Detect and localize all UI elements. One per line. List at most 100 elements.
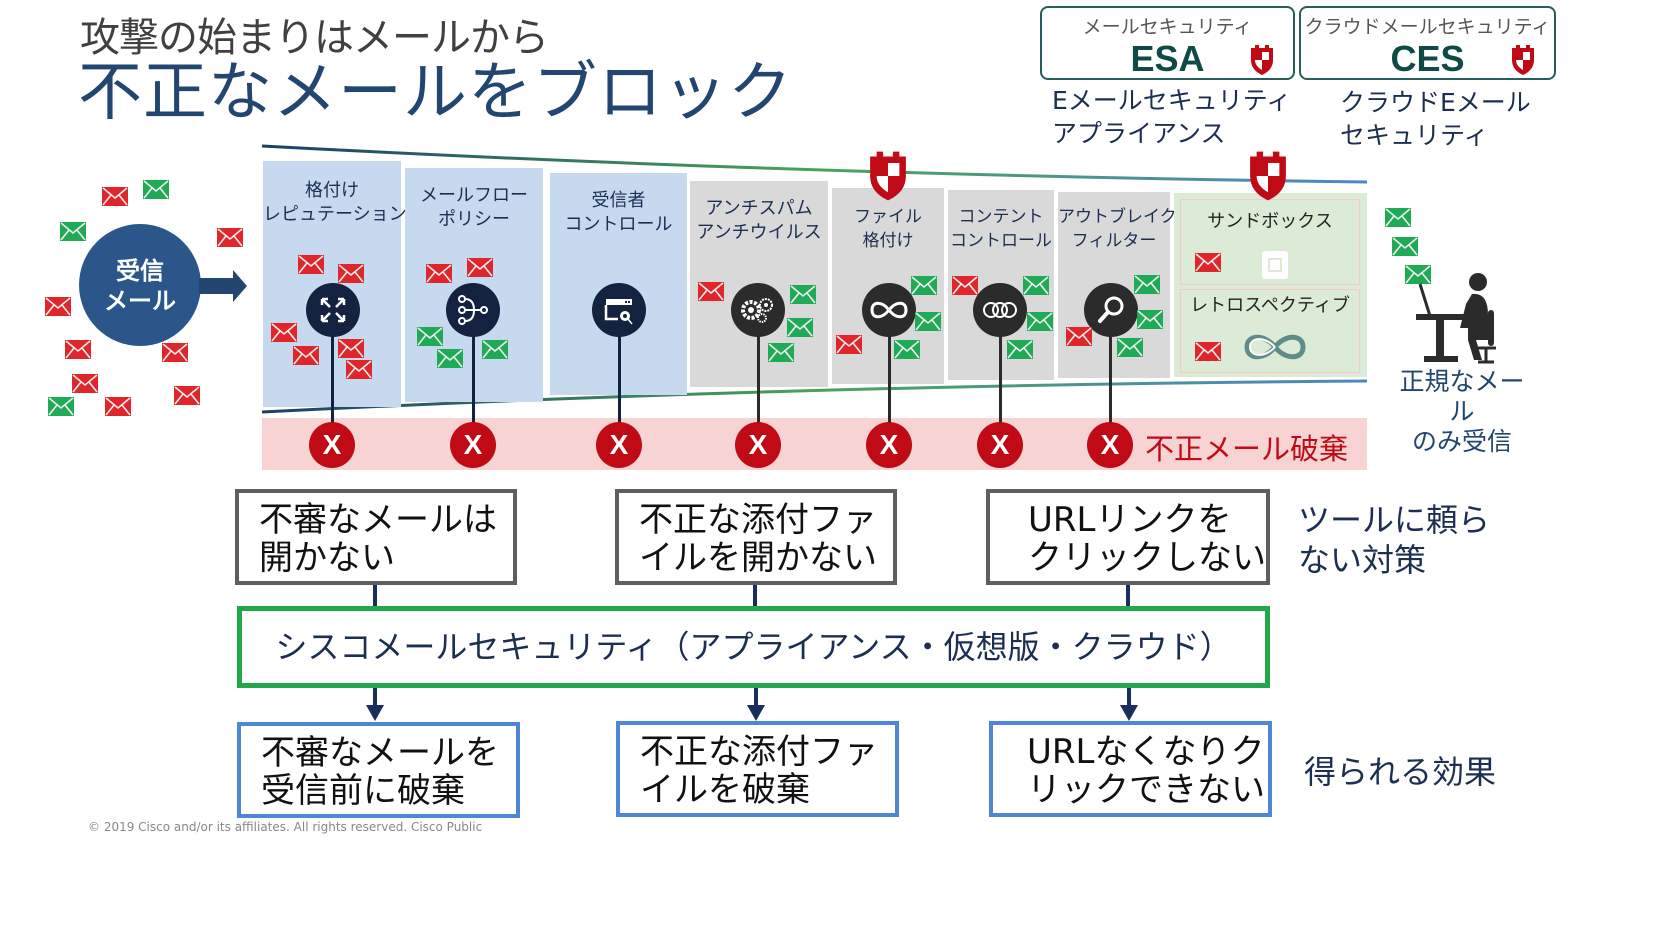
copyright-footer: © 2019 Cisco and/or its affiliates. All …	[88, 820, 483, 834]
effects-label: 得られる効果	[1304, 753, 1497, 791]
malicious-envelope-icon	[1195, 342, 1221, 361]
legit-envelope-icon	[417, 327, 443, 346]
stage-node-reputation	[306, 283, 360, 337]
legit-envelope-icon	[1023, 276, 1049, 295]
legit-envelope-icon	[143, 180, 169, 199]
legit-envelope-icon	[60, 222, 86, 241]
legit-envelope-icon	[915, 312, 941, 331]
effect-box: 不審なメールを受信前に破棄	[237, 722, 520, 818]
stage-node-content-control	[973, 283, 1027, 337]
arrow-down-icon	[747, 705, 765, 721]
malicious-envelope-icon	[426, 264, 452, 283]
discard-x-mark: X	[977, 422, 1023, 468]
user-at-desk-icon	[1416, 273, 1496, 364]
product-desc-esa: Eメールセキュリティ アプライアンス	[1052, 86, 1292, 148]
malicious-envelope-icon	[836, 335, 862, 354]
stem	[472, 330, 475, 430]
recipient-label: 正規なメール のみ受信	[1399, 367, 1525, 456]
discard-x-mark: X	[596, 422, 642, 468]
malicious-envelope-icon	[952, 276, 978, 295]
discard-x-mark: X	[866, 422, 912, 468]
legit-envelope-icon	[787, 318, 813, 337]
product-category: メールセキュリティ	[1082, 16, 1253, 38]
malicious-envelope-icon	[467, 258, 493, 277]
product-name: ESA	[1130, 38, 1205, 79]
stage-node-file-reputation	[862, 283, 916, 337]
legit-envelope-icon	[1134, 275, 1160, 294]
magnifier-icon	[1098, 296, 1124, 323]
stem	[618, 330, 621, 430]
legit-envelope-icon	[1385, 208, 1411, 227]
rotating-rings-icon	[983, 302, 1017, 318]
malicious-envelope-icon	[698, 282, 724, 301]
product-name: CES	[1390, 38, 1465, 79]
stem	[331, 330, 334, 430]
legit-envelope-icon	[437, 349, 463, 368]
sandbox-panel: サンドボックス	[1180, 199, 1360, 285]
funnel-bottom-edge	[261, 379, 1368, 414]
effect-box: 不正な添付ファイルを破棄	[616, 721, 899, 817]
stem	[1109, 330, 1112, 430]
legit-envelope-icon	[790, 285, 816, 304]
flow-branch-icon	[458, 295, 488, 325]
discard-x-mark: X	[1087, 422, 1133, 468]
malicious-envelope-icon	[1066, 327, 1092, 346]
user-action-box: URLリンクをクリックしない	[986, 489, 1270, 585]
funnel-top-edge	[261, 144, 1368, 184]
connector-line	[753, 585, 757, 606]
arrow-down-icon	[366, 705, 384, 721]
legit-envelope-icon	[1392, 237, 1418, 256]
stage-node-outbreak-filter	[1084, 283, 1138, 337]
connector-line	[754, 688, 758, 706]
retrospective-infinity-icon	[1244, 334, 1306, 360]
stem	[757, 330, 760, 430]
discard-x-mark: X	[735, 422, 781, 468]
discard-band	[262, 418, 1367, 470]
title-line1: 攻撃の始まりはメールから	[80, 15, 549, 61]
user-actions-label: ツールに頼らない対策	[1298, 501, 1491, 579]
stage-node-antispam	[731, 283, 785, 337]
user-action-box: 不正な添付ファイルを開かない	[615, 489, 897, 585]
user-action-box: 不審なメールは開かない	[235, 489, 517, 585]
legit-envelope-icon	[1405, 265, 1431, 284]
legit-envelope-icon	[1117, 338, 1143, 357]
malicious-envelope-icon	[298, 255, 324, 274]
connector-line	[373, 688, 377, 706]
malicious-envelope-icon	[45, 297, 71, 316]
discard-x-mark: X	[309, 422, 355, 468]
malicious-envelope-icon	[271, 323, 297, 342]
discard-label: 不正メール破棄	[1145, 432, 1349, 466]
gears-icon	[741, 298, 773, 323]
legit-envelope-icon	[894, 340, 920, 359]
malicious-envelope-icon	[346, 360, 372, 379]
effect-box: URLなくなりクリックできない	[989, 721, 1272, 817]
product-card-ces: クラウドメールセキュリティ CES	[1299, 6, 1556, 80]
shield-icon	[1250, 151, 1286, 201]
legit-envelope-icon	[1007, 340, 1033, 359]
legit-envelope-icon	[911, 276, 937, 295]
stem	[888, 330, 891, 430]
malicious-envelope-icon	[105, 397, 131, 416]
sandbox-chip-icon	[1262, 251, 1288, 279]
connector-line	[1127, 688, 1131, 706]
infinity-icon	[870, 301, 908, 319]
shield-icon	[870, 151, 906, 201]
malicious-envelope-icon	[338, 264, 364, 283]
page-title: 不正なメールをブロック	[78, 56, 793, 130]
product-category: クラウドメールセキュリティ	[1304, 16, 1551, 38]
arrow-down-icon	[1120, 705, 1138, 721]
malicious-envelope-icon	[217, 228, 243, 247]
stage-node-mail-flow	[446, 283, 500, 337]
expand-arrows-icon	[320, 297, 346, 323]
legit-envelope-icon	[1137, 310, 1163, 329]
arrow-right-icon	[199, 270, 247, 302]
shield-icon	[1512, 45, 1534, 75]
legit-envelope-icon	[48, 397, 74, 416]
discard-x-mark: X	[450, 422, 496, 468]
legit-envelope-icon	[482, 340, 508, 359]
product-card-esa: メールセキュリティ ESA	[1040, 6, 1295, 80]
legit-envelope-icon	[768, 343, 794, 362]
product-desc-ces: クラウドEメール セキュリティ	[1340, 88, 1531, 150]
malicious-envelope-icon	[162, 343, 188, 362]
